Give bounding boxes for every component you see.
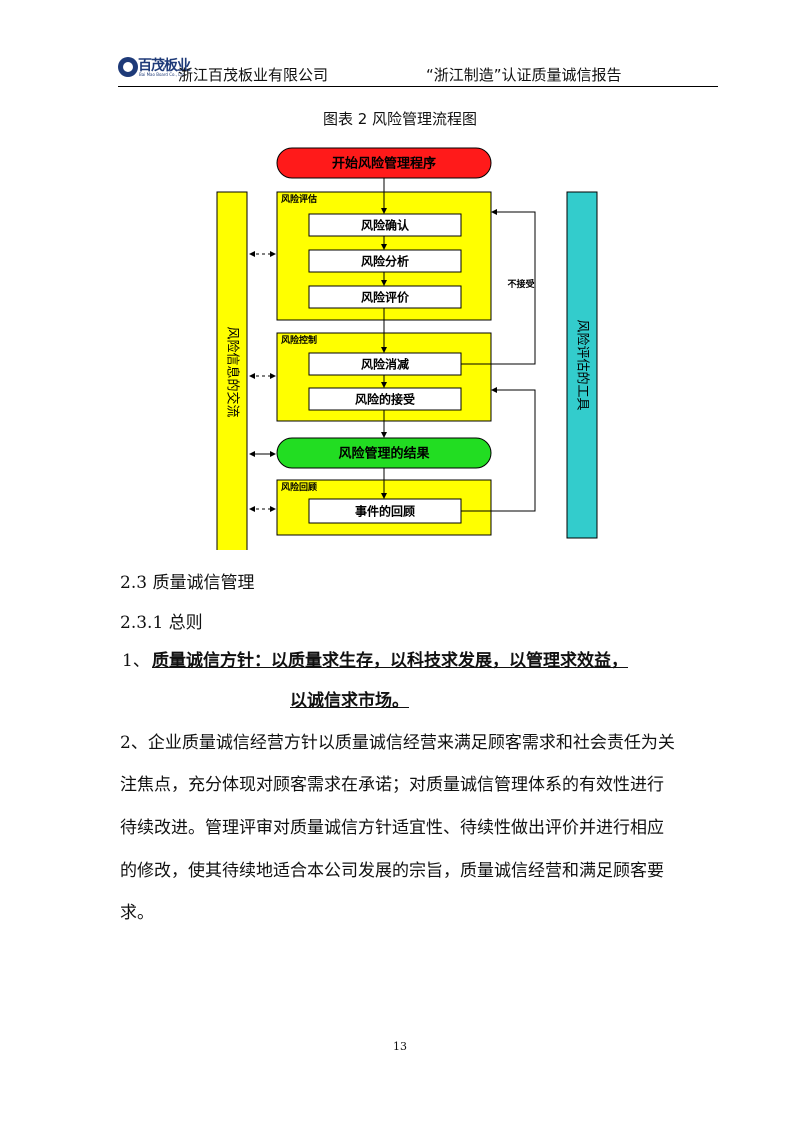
step-risk-reduction-label: 风险消减 bbox=[361, 357, 409, 372]
step-risk-acceptance bbox=[308, 387, 462, 411]
result-label: 风险管理的结果 bbox=[338, 446, 429, 462]
page-number: 13 bbox=[393, 1040, 407, 1053]
paragraph-line: 待续改进。管理评审对质量诚信方针适宜性、待续性做出评价并进行相应 bbox=[120, 818, 664, 838]
assessment-tools-bar-label: 风险评估的工具 bbox=[575, 319, 591, 410]
not-accepted-label: 不接受 bbox=[507, 278, 534, 290]
logo-emblem-icon bbox=[118, 57, 138, 77]
quality-policy-line-2: 以诚信求市场。 bbox=[290, 691, 409, 711]
paragraph-line: 2、企业质量诚信经营方针以质量诚信经营来满足顾客需求和社会责任为关 bbox=[120, 733, 675, 753]
communication-bar bbox=[216, 191, 248, 550]
communication-bar-label: 风险信息的交流 bbox=[225, 326, 241, 417]
step-risk-acceptance-label: 风险的接受 bbox=[355, 392, 415, 407]
company-logo: 百茂板业 Bai Mao Board Co., Ltd. bbox=[118, 57, 191, 79]
step-risk-identification bbox=[308, 213, 462, 237]
paragraph-line: 的修改，使其待续地适合本公司发展的宗旨，质量诚信经营和满足顾客要 bbox=[120, 861, 664, 881]
step-risk-analysis-label: 风险分析 bbox=[361, 254, 409, 269]
communication-arrows bbox=[249, 251, 276, 512]
risk-control-title: 风险控制 bbox=[281, 334, 317, 346]
logo-subtext: Bai Mao Board Co., Ltd. bbox=[139, 72, 186, 77]
feedback-loops bbox=[461, 209, 536, 512]
subsection-heading: 2.3.1 总则 bbox=[120, 613, 203, 633]
step-event-review bbox=[308, 498, 462, 524]
step-risk-evaluation-label: 风险评价 bbox=[361, 290, 410, 305]
step-risk-analysis bbox=[308, 249, 462, 273]
step-risk-identification-label: 风险确认 bbox=[361, 218, 410, 233]
figure-caption: 图表 2 风险管理流程图 bbox=[322, 110, 478, 128]
start-process-label: 开始风险管理程序 bbox=[332, 156, 436, 172]
quality-policy-line-1: 质量诚信方针：以质量求生存，以科技求发展，以管理求效益， bbox=[152, 651, 628, 671]
risk-management-flowchart: 风险信息的交流 风险评估的工具 开始风险管理程序 风险评估 风险确认 风险分析 … bbox=[216, 147, 598, 550]
paragraph-line: 求。 bbox=[120, 903, 154, 923]
header-report-title: “浙江制造”认证质量诚信报告 bbox=[426, 66, 622, 84]
logo-text: 百茂板业 bbox=[138, 58, 191, 74]
step-event-review-label: 事件的回顾 bbox=[355, 504, 415, 519]
paragraph-line: 注焦点，充分体现对顾客需求在承诺；对质量诚信管理体系的有效性进行 bbox=[120, 775, 664, 795]
section-heading: 2.3 质量诚信管理 bbox=[120, 573, 255, 593]
risk-assessment-title: 风险评估 bbox=[281, 193, 317, 205]
header-company-name: 浙江百茂板业有限公司 bbox=[178, 66, 329, 84]
header-divider bbox=[118, 86, 718, 87]
step-risk-evaluation bbox=[308, 285, 462, 309]
policy-number: 1、 bbox=[122, 651, 150, 671]
risk-review-title: 风险回顾 bbox=[281, 481, 317, 493]
assessment-tools-bar bbox=[566, 191, 598, 539]
